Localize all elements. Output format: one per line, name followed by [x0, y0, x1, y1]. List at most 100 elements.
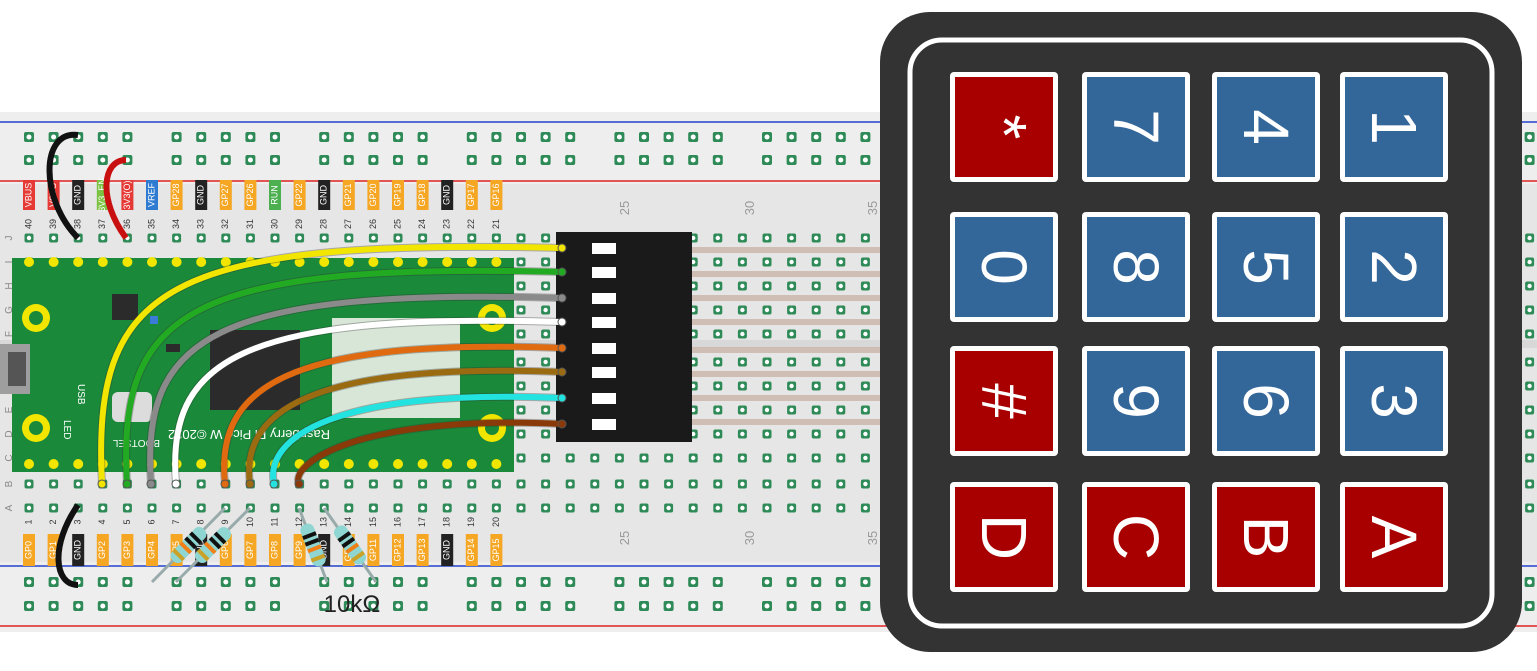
- terminal-hole-center: [51, 481, 56, 487]
- terminal-hole-center: [838, 283, 843, 289]
- terminal-hole-center: [100, 505, 106, 511]
- pin-number: 38: [73, 219, 83, 229]
- terminal-hole-center: [863, 359, 868, 365]
- terminal-hole-center: [543, 455, 548, 461]
- pin-label: GP17: [466, 183, 476, 206]
- led-text: LED: [61, 420, 72, 439]
- key-7[interactable]: 7: [1082, 72, 1190, 182]
- terminal-hole-center: [740, 331, 745, 337]
- terminal-hole-center: [764, 505, 770, 511]
- pico-pad: [220, 257, 231, 267]
- pin-label: GP2: [97, 541, 107, 559]
- key-d[interactable]: D: [950, 482, 1058, 592]
- rail-hole-center: [100, 134, 106, 140]
- resistor: [194, 526, 232, 564]
- pico-pad: [73, 459, 84, 469]
- key-2[interactable]: 2: [1340, 212, 1448, 322]
- pin-label-bg: [146, 534, 158, 566]
- row-letter: F: [4, 331, 15, 337]
- terminal-hole-center: [814, 383, 819, 389]
- key-8[interactable]: 8: [1082, 212, 1190, 322]
- key-a[interactable]: A: [1340, 482, 1448, 592]
- bootsel-text: BOOTSEL: [112, 437, 160, 448]
- terminal-hole-center: [543, 383, 548, 389]
- row-letter: A: [4, 504, 15, 511]
- pico-pad: [417, 257, 428, 267]
- terminal-hole-center: [149, 235, 155, 241]
- terminal-hole-center: [715, 407, 720, 413]
- key-b[interactable]: B: [1212, 482, 1320, 592]
- key-6[interactable]: 6: [1212, 346, 1320, 456]
- key-3[interactable]: 3: [1340, 346, 1448, 456]
- pin-number: 25: [392, 219, 402, 229]
- key-star[interactable]: *: [950, 72, 1058, 182]
- pin-label-bg: [96, 534, 109, 566]
- key-9[interactable]: 9: [1082, 346, 1190, 456]
- rail-hole-center: [690, 157, 696, 163]
- pin-label: GP0: [23, 541, 33, 559]
- pin-label: GP13: [417, 538, 427, 561]
- rail-hole-center: [813, 603, 819, 609]
- rail-hole-center: [469, 579, 475, 585]
- rail-hole-center: [395, 603, 401, 609]
- key-5[interactable]: 5: [1212, 212, 1320, 322]
- terminal-hole-center: [789, 407, 794, 413]
- pin-label: GP7: [245, 541, 255, 559]
- rail-hole-center: [789, 157, 795, 163]
- pin-label-bg: [72, 180, 85, 210]
- rail-hole-center: [518, 603, 524, 609]
- rail-hole-center: [174, 134, 180, 140]
- terminal-hole-center: [445, 505, 450, 511]
- rail-hole-center: [420, 579, 426, 585]
- pin-label-bg: [121, 180, 134, 210]
- terminal-hole-center: [863, 481, 868, 487]
- terminal-hole-center: [691, 283, 696, 289]
- key-1[interactable]: 1: [1340, 72, 1448, 182]
- header-pin: [592, 243, 616, 254]
- pin-number: 17: [417, 517, 427, 527]
- terminal-hole-center: [740, 407, 745, 413]
- pin-number: 33: [196, 219, 206, 229]
- key-hash[interactable]: #: [950, 346, 1058, 456]
- rail-hole-center: [518, 134, 524, 140]
- pin-label-bg: [219, 180, 232, 210]
- rail-hole-center: [616, 134, 622, 140]
- terminal-hole-center: [838, 259, 843, 265]
- key-4[interactable]: 4: [1212, 72, 1320, 182]
- terminal-hole-center: [715, 455, 720, 461]
- terminal-hole-center: [863, 407, 868, 413]
- terminal-hole-center: [715, 505, 720, 511]
- terminal-hole-center: [26, 235, 32, 241]
- key-0[interactable]: 0: [950, 212, 1058, 322]
- pico-pad: [319, 459, 330, 469]
- pin-label: GND: [442, 185, 452, 206]
- row-letter: B: [4, 480, 15, 487]
- pin-label: 3V3_EN: [97, 178, 107, 212]
- pin-label-bg: [465, 180, 478, 210]
- mount-hole-bl-inner: [29, 421, 43, 435]
- terminal-hole-center: [51, 235, 56, 241]
- terminal-hole-center: [543, 307, 548, 313]
- rail-hole-center: [346, 157, 352, 163]
- terminal-hole-center: [1527, 331, 1532, 337]
- terminal-hole-center: [395, 481, 401, 487]
- rail-hole-center: [395, 157, 401, 163]
- rail-hole-center: [789, 579, 795, 585]
- terminal-hole-center: [814, 455, 819, 461]
- wire-yellow: [98, 243, 563, 485]
- key-c[interactable]: C: [1082, 482, 1190, 592]
- rail-hole-center: [862, 157, 868, 163]
- terminal-hole-center: [199, 481, 204, 487]
- resistor-band: [184, 536, 197, 550]
- pin-number: 30: [269, 219, 279, 229]
- rail-hole-center: [543, 134, 549, 140]
- keypad-ribbon-trace: [692, 347, 882, 353]
- terminal-hole-center: [838, 331, 843, 337]
- pin-number: 35: [146, 219, 156, 229]
- key-label: 3: [1358, 383, 1430, 419]
- rail-hole-center: [616, 579, 622, 585]
- resistor-value-label: 10kΩ: [324, 591, 381, 618]
- resistor-band: [307, 544, 322, 554]
- rail-hole-center: [272, 579, 278, 585]
